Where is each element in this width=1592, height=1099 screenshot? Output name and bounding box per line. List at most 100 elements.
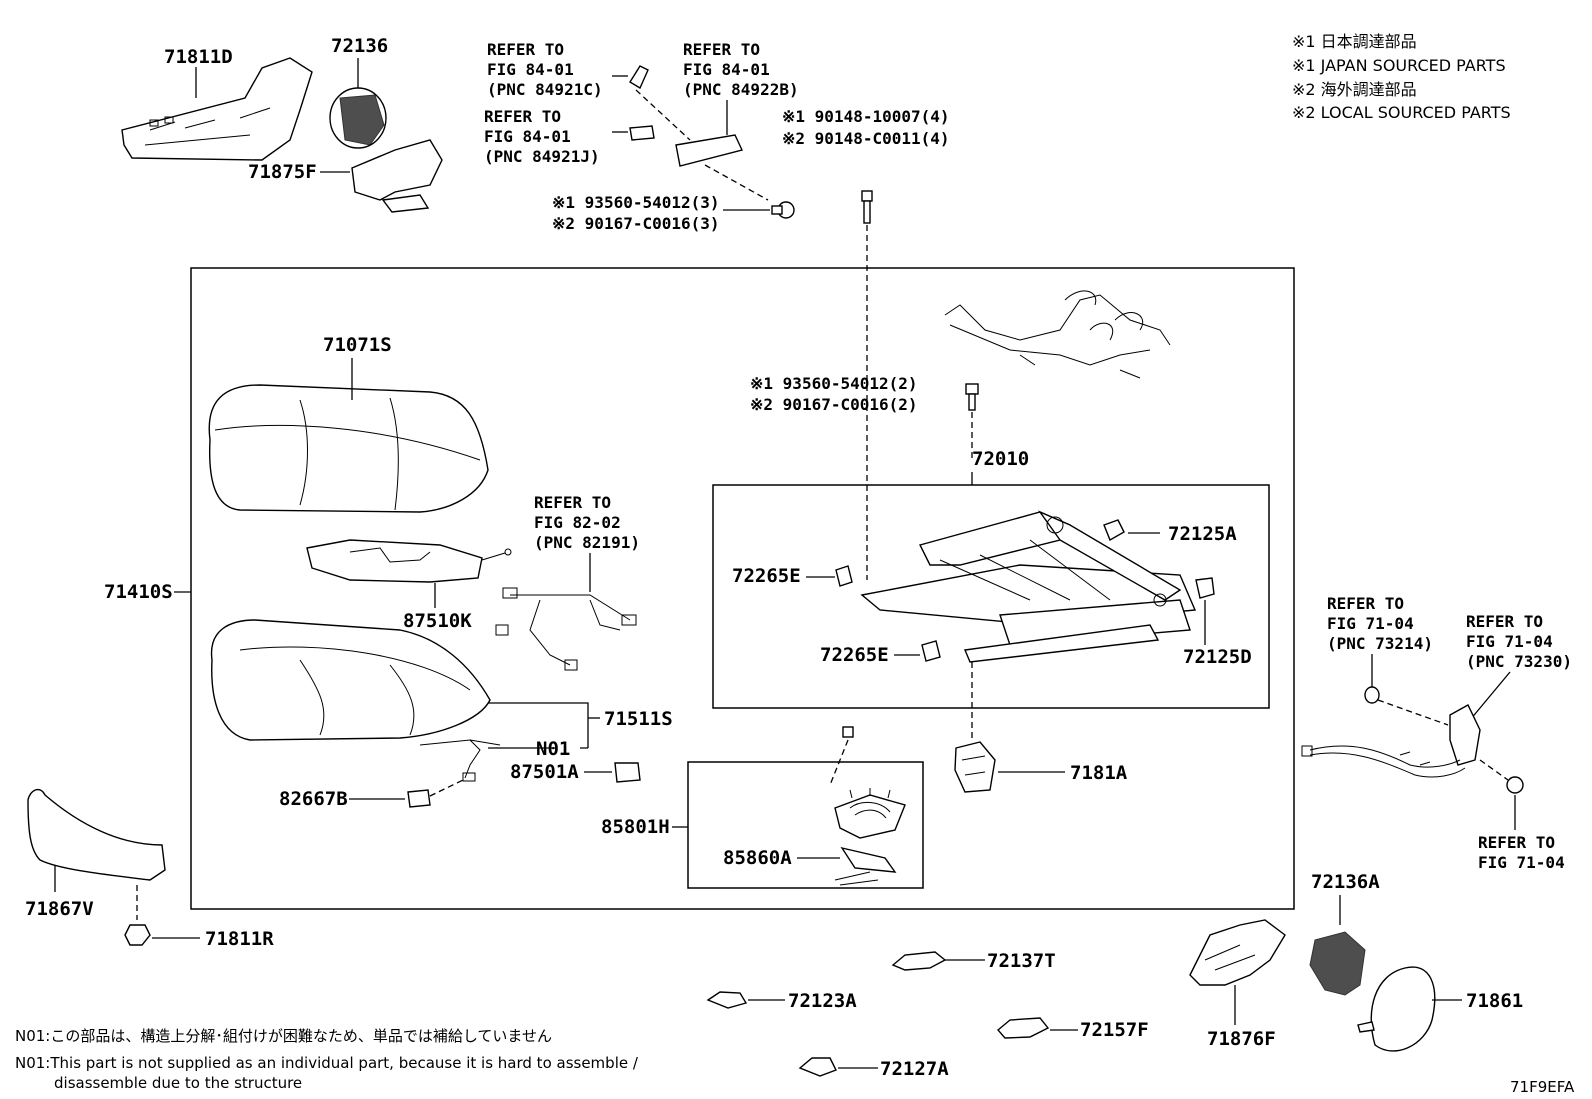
label-71875f: 71875F [248,161,317,183]
label-72136: 72136 [331,35,388,57]
seat-spring-wire [944,290,1171,379]
lumbar-adjuster-85860a [840,846,897,873]
svg-text:(PNC 84921J): (PNC 84921J) [484,147,600,166]
seat-belt-buckle [1301,704,1481,778]
svg-text:(PNC 84921C): (PNC 84921C) [487,80,603,99]
svg-text:※2 90148-C0011(4): ※2 90148-C0011(4) [782,129,950,148]
figure-code: 71F9EFA [1510,1078,1575,1096]
svg-text:FIG 84-01: FIG 84-01 [487,60,574,79]
bolt-90148-10007: ※1 90148-10007(4) ※2 90148-C0011(4) [782,107,950,224]
svg-text:FIG 71-04: FIG 71-04 [1327,614,1414,633]
bracket-71875f [351,139,443,213]
label-85801h: 85801H [601,816,670,838]
svg-text:FIG 71-04: FIG 71-04 [1478,853,1565,872]
footnote-jp: N01:この部品は、構造上分解･組付けが困難なため、単品では補給していません [15,1027,552,1045]
label-72265e-2: 72265E [820,644,889,666]
lumbar-subassembly-box [687,761,924,889]
seat-cushion-pad-71511s [210,619,491,741]
bolt-93560-54012-2: ※1 93560-54012(2) ※2 90167-C0016(2) [750,374,979,414]
label-72125d: 72125D [1183,646,1252,668]
refer-84921c: REFER TO FIG 84-01 (PNC 84921C) [487,40,603,99]
note-local-en: ※2 LOCAL SOURCED PARTS [1292,103,1511,122]
svg-text:FIG 82-02: FIG 82-02 [534,513,621,532]
label-82667b: 82667B [279,788,348,810]
label-71811d: 71811D [164,46,233,68]
svg-text:(PNC 73230): (PNC 73230) [1466,652,1572,671]
label-85860a: 85860A [723,847,792,869]
svg-text:FIG 84-01: FIG 84-01 [484,127,571,146]
label-72127a: 72127A [880,1058,949,1080]
svg-text:FIG 84-01: FIG 84-01 [683,60,770,79]
recliner-knob-72136a [1309,931,1366,996]
clip-72265e-2 [921,640,941,662]
buckle-bolt [1506,776,1524,794]
svg-text:(PNC 82191): (PNC 82191) [534,533,640,552]
svg-text:REFER TO: REFER TO [534,493,611,512]
grommet-73214 [1364,686,1380,704]
seat-cushion-assembly-box [190,267,1295,910]
label-71071s: 71071S [323,334,392,356]
label-71511s: 71511S [604,708,673,730]
connector-87501a [614,762,641,783]
svg-text:(PNC 84922B): (PNC 84922B) [683,80,799,99]
refer-73214: REFER TO FIG 71-04 (PNC 73214) [1327,594,1433,653]
label-72136a: 72136A [1311,871,1380,893]
recliner-cover-71861 [1357,966,1436,1052]
note-local-jp: ※2 海外調達部品 [1292,80,1417,99]
clip-72265e-1 [835,565,853,587]
part-72157f [997,1017,1050,1039]
svg-text:※2 90167-C0016(3): ※2 90167-C0016(3) [552,214,720,233]
label-n01: N01 [536,738,570,760]
bolt-93560-54012-3: ※1 93560-54012(3) ※2 90167-C0016(3) [552,193,795,233]
lumbar-support-85801h [829,726,906,839]
footnote-en-1: N01:This part is not supplied as an indi… [15,1054,639,1072]
footnote-en-2: disassemble due to the structure [54,1074,302,1092]
label-87501a: 87501A [510,761,579,783]
seat-side-shield-71811d [121,57,313,161]
label-72265e-1: 72265E [732,565,801,587]
label-7181a: 7181A [1070,762,1128,784]
svg-text:REFER TO: REFER TO [1478,833,1555,852]
seat-frame-72010 [860,510,1197,663]
label-71876f: 71876F [1207,1028,1276,1050]
clip-72125d [1195,577,1215,599]
label-72125a: 72125A [1168,523,1237,545]
note-japan-jp: ※1 日本調達部品 [1292,32,1417,51]
part-72123a [706,991,748,1009]
refer-82191: REFER TO FIG 82-02 (PNC 82191) [534,493,640,552]
label-71861: 71861 [1466,990,1523,1012]
svg-text:※1 93560-54012(2): ※1 93560-54012(2) [750,374,918,393]
bracket-71876f [1189,919,1286,986]
lumbar-rod [834,871,879,886]
svg-text:REFER TO: REFER TO [1466,612,1543,631]
note-japan-en: ※1 JAPAN SOURCED PARTS [1292,56,1506,75]
seat-cushion-cover-71071s [208,384,489,513]
connector-82667b [407,789,431,808]
seat-trim-71867v [27,788,166,881]
occupant-sensor-wire [419,739,501,782]
refer-71-04: REFER TO FIG 71-04 [1478,833,1565,872]
label-72123a: 72123A [788,990,857,1012]
clip-71811r [124,924,151,946]
clip-84921c [629,65,649,90]
label-71410s: 71410S [104,581,173,603]
refer-84921j: REFER TO FIG 84-01 (PNC 84921J) [484,107,600,166]
seat-frame-subassembly-box [712,484,1270,709]
svg-text:REFER TO: REFER TO [487,40,564,59]
svg-text:※1 93560-54012(3): ※1 93560-54012(3) [552,193,720,212]
svg-text:※2 90167-C0016(2): ※2 90167-C0016(2) [750,395,918,414]
recliner-cover-7181a [954,741,996,793]
part-72127a [798,1057,837,1077]
svg-text:REFER TO: REFER TO [1327,594,1404,613]
svg-text:FIG 71-04: FIG 71-04 [1466,632,1553,651]
refer-73230: REFER TO FIG 71-04 (PNC 73230) [1466,612,1572,671]
label-87510k: 87510K [403,610,472,632]
bezel-84921j [629,125,655,141]
label-72137t: 72137T [987,950,1056,972]
label-72010: 72010 [972,448,1029,470]
seat-wire-harness [495,587,637,671]
svg-text:REFER TO: REFER TO [683,40,760,59]
label-71811r: 71811R [205,928,274,950]
refer-84922b: REFER TO FIG 84-01 (PNC 84922B) [683,40,799,99]
